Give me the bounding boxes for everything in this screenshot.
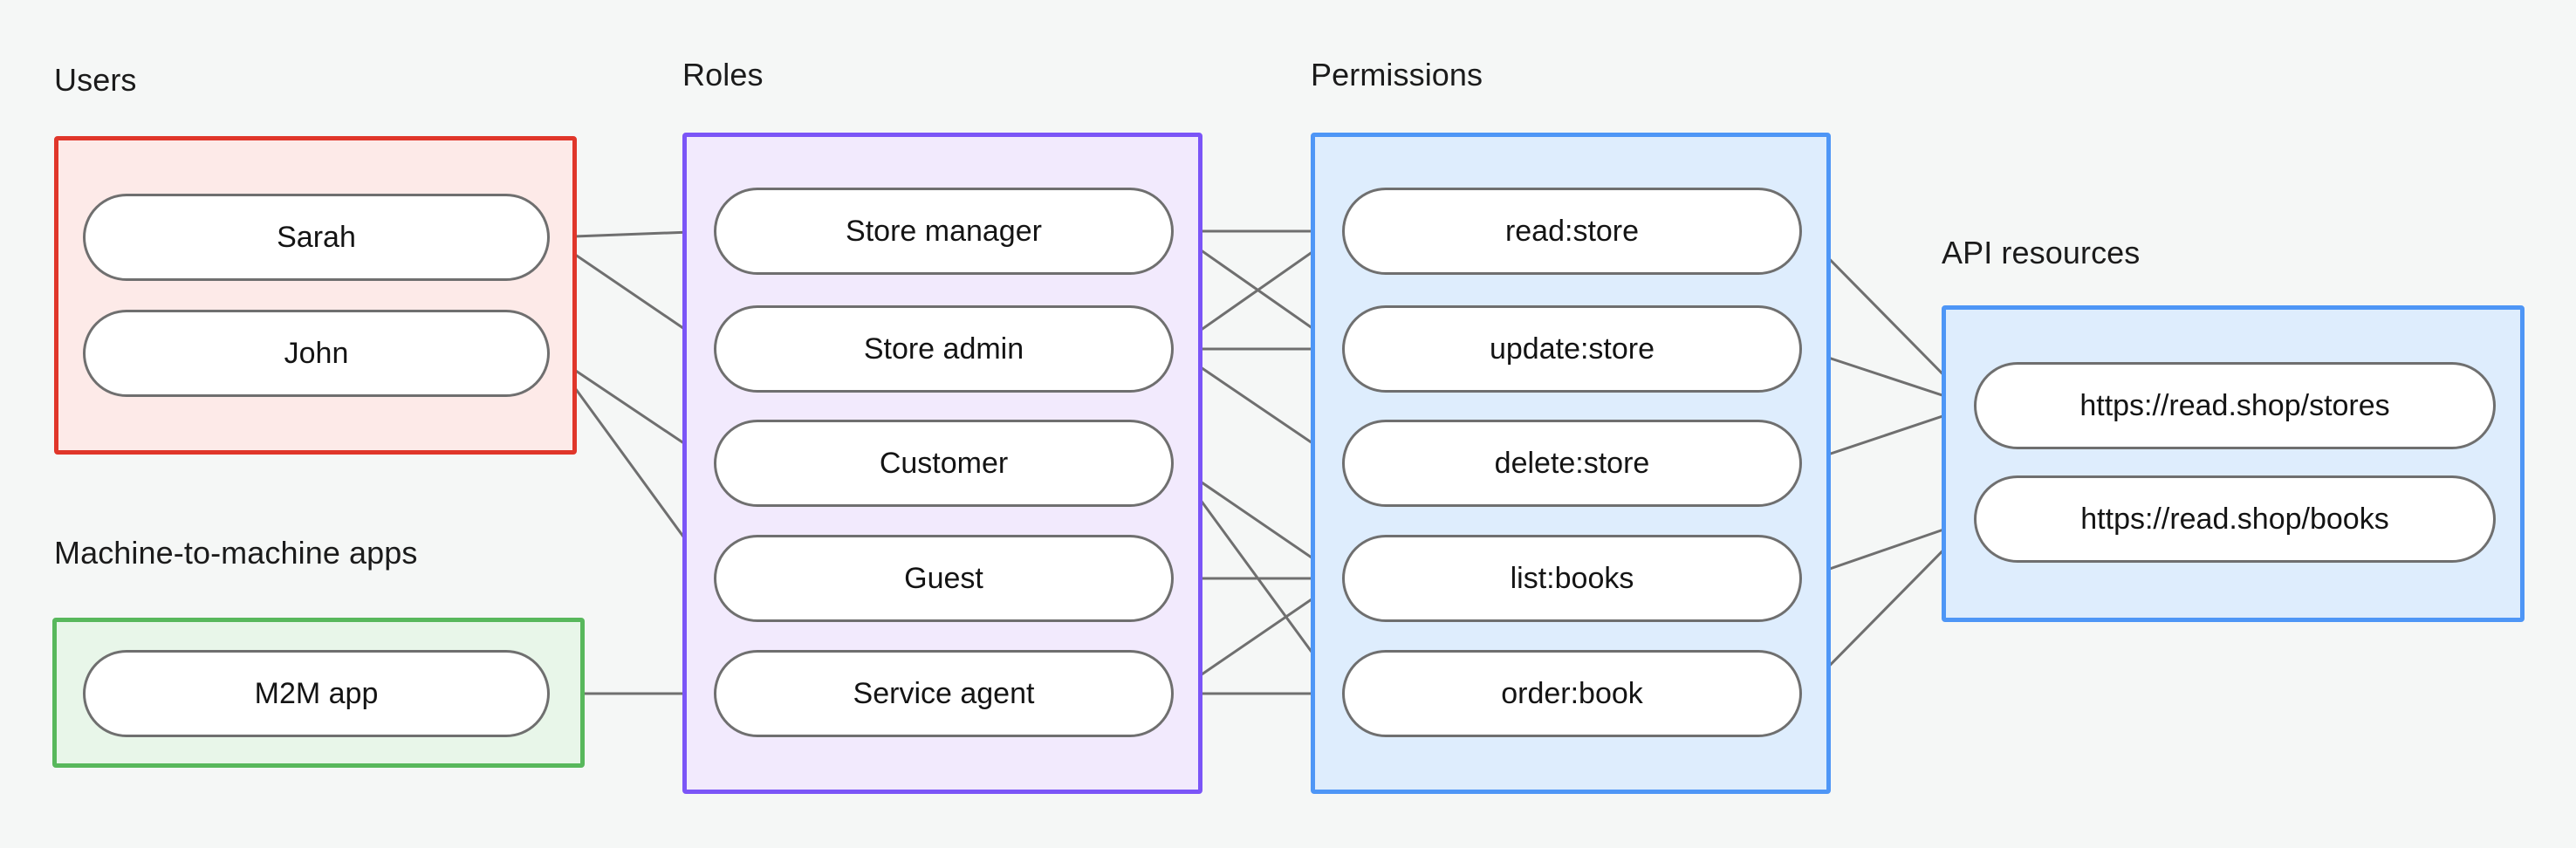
- node-resource-books[interactable]: https://read.shop/books: [1974, 475, 2496, 563]
- node-list-books[interactable]: list:books: [1342, 535, 1802, 622]
- node-m2m-app[interactable]: M2M app: [83, 650, 550, 737]
- node-label-service-agent: Service agent: [853, 677, 1035, 710]
- node-order-book[interactable]: order:book: [1342, 650, 1802, 737]
- node-store-admin[interactable]: Store admin: [714, 305, 1174, 393]
- node-store-manager[interactable]: Store manager: [714, 188, 1174, 275]
- node-label-list-books: list:books: [1510, 562, 1634, 595]
- node-label-m2m-app: M2M app: [254, 677, 379, 710]
- group-box-users: [54, 136, 577, 455]
- node-update-store[interactable]: update:store: [1342, 305, 1802, 393]
- group-label-users: Users: [54, 62, 137, 98]
- node-resource-stores[interactable]: https://read.shop/stores: [1974, 362, 2496, 449]
- node-read-store[interactable]: read:store: [1342, 188, 1802, 275]
- node-label-resource-books: https://read.shop/books: [2080, 503, 2389, 536]
- node-delete-store[interactable]: delete:store: [1342, 420, 1802, 507]
- group-label-permissions: Permissions: [1311, 57, 1483, 92]
- node-service-agent[interactable]: Service agent: [714, 650, 1174, 737]
- node-label-customer: Customer: [879, 447, 1009, 480]
- node-label-guest: Guest: [904, 562, 983, 595]
- group-box-api-resources: [1942, 305, 2525, 622]
- node-label-store-admin: Store admin: [863, 332, 1024, 366]
- node-label-john: John: [284, 337, 349, 370]
- node-sarah[interactable]: Sarah: [83, 194, 550, 281]
- node-label-delete-store: delete:store: [1494, 447, 1650, 480]
- group-label-api-resources: API resources: [1942, 235, 2141, 270]
- node-john[interactable]: John: [83, 310, 550, 397]
- node-label-update-store: update:store: [1489, 332, 1655, 366]
- node-customer[interactable]: Customer: [714, 420, 1174, 507]
- node-label-resource-stores: https://read.shop/stores: [2079, 389, 2390, 422]
- group-label-roles: Roles: [682, 57, 764, 92]
- node-label-order-book: order:book: [1501, 677, 1643, 710]
- group-label-m2m: Machine-to-machine apps: [54, 535, 418, 571]
- node-guest[interactable]: Guest: [714, 535, 1174, 622]
- node-label-read-store: read:store: [1504, 215, 1640, 248]
- node-label-store-manager: Store manager: [846, 215, 1042, 248]
- node-label-sarah: Sarah: [277, 221, 356, 254]
